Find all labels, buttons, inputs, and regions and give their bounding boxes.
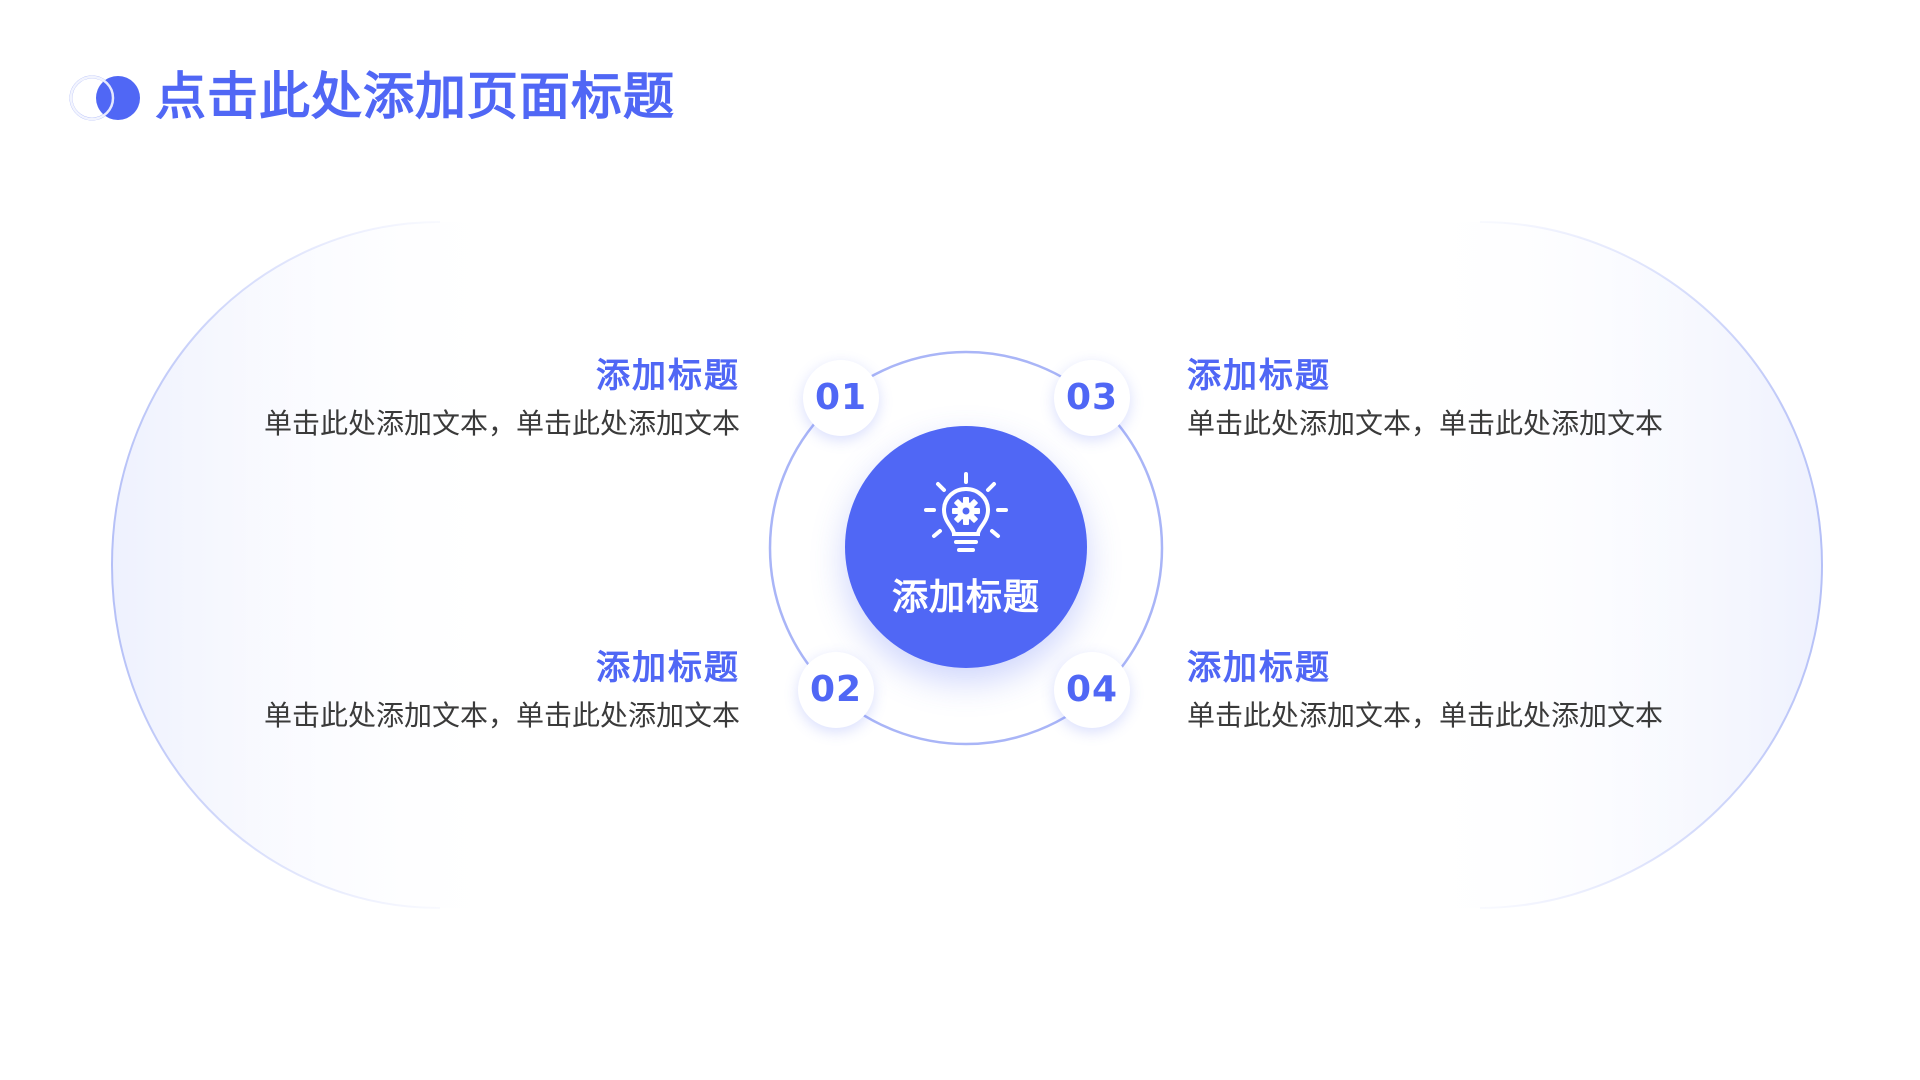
page-title[interactable]: 点击此处添加页面标题 <box>155 68 676 127</box>
center-ring <box>768 350 1164 746</box>
number-badge-01: 01 <box>803 360 879 436</box>
item-title-03[interactable]: 添加标题 <box>1187 356 1331 396</box>
item-desc-01[interactable]: 单击此处添加文本，单击此处添加文本 <box>263 407 740 440</box>
item-desc-04[interactable]: 单击此处添加文本，单击此处添加文本 <box>1187 699 1664 732</box>
item-title-01[interactable]: 添加标题 <box>596 356 740 396</box>
item-title-04[interactable]: 添加标题 <box>1187 648 1331 688</box>
item-desc-02[interactable]: 单击此处添加文本，单击此处添加文本 <box>263 699 740 732</box>
center-title[interactable]: 添加标题 <box>891 577 1040 618</box>
center-circle <box>845 426 1087 668</box>
number-badge-03: 03 <box>1054 360 1130 436</box>
logo-circles-icon <box>69 75 140 121</box>
lightbulb-gear-icon <box>924 472 1008 552</box>
item-desc-03[interactable]: 单击此处添加文本，单击此处添加文本 <box>1187 407 1664 440</box>
number-badge-04: 04 <box>1054 652 1130 728</box>
number-badge-02: 02 <box>798 652 874 728</box>
item-title-02[interactable]: 添加标题 <box>596 648 740 688</box>
